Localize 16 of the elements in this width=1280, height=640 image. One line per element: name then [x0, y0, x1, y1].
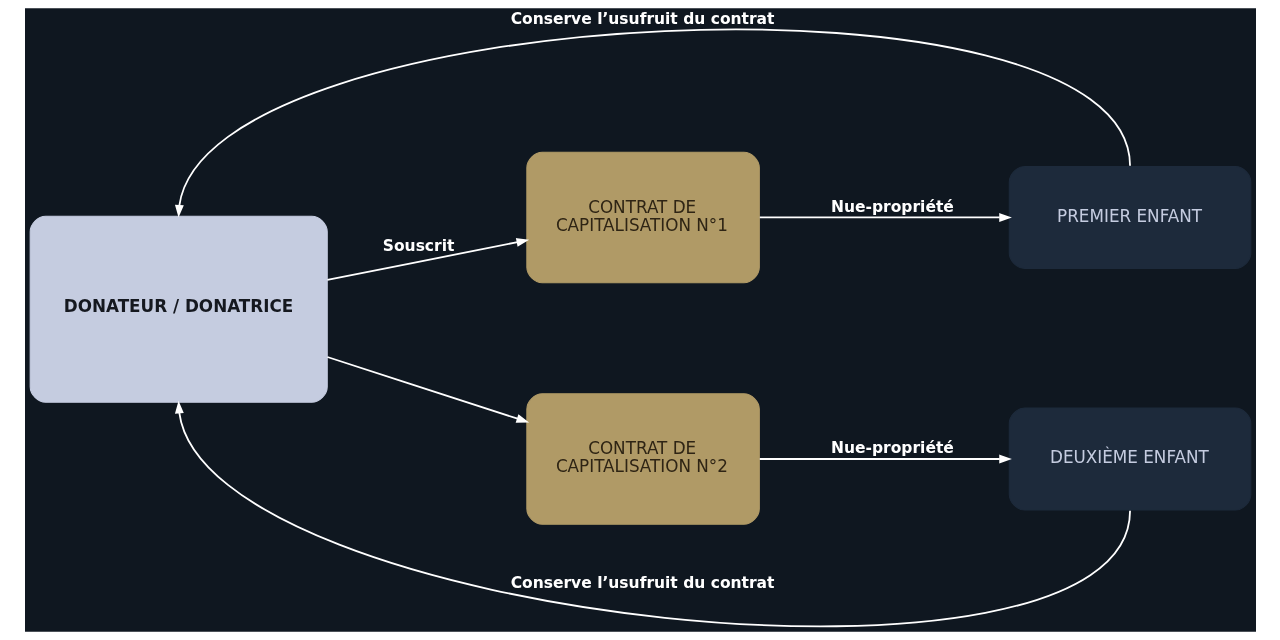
arrow [326, 356, 529, 423]
node-box: PREMIER ENFANT [1008, 165, 1251, 269]
arrow [326, 237, 529, 281]
arrow [174, 29, 1131, 218]
edge-label: Souscrit [382, 236, 454, 255]
edge-label: Nue-propriété [830, 439, 954, 458]
node-box: DONATEUR / DONATRICE [29, 215, 328, 403]
node-box: CONTRAT DE CAPITALISATION N°2 [525, 393, 760, 525]
arrow [758, 454, 1012, 464]
edge-label: Conserve l’usufruit du contrat [510, 10, 774, 29]
arrow [758, 213, 1012, 222]
arrow [174, 400, 1131, 627]
edge-label: Conserve l’usufruit du contrat [510, 573, 774, 592]
node-box: DEUXIÈME ENFANT [1008, 407, 1251, 511]
edge-label: Nue-propriété [830, 197, 954, 216]
node-box: CONTRAT DE CAPITALISATION N°1 [525, 151, 760, 284]
